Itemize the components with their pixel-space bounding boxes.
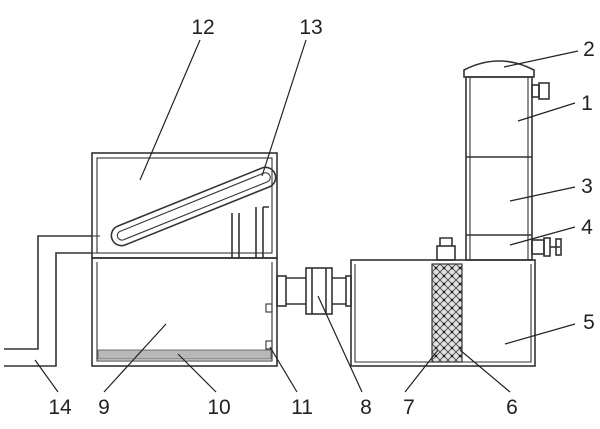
callout-10: 10 bbox=[207, 396, 230, 419]
callout-labels: 12 13 2 1 3 4 5 14 9 10 11 8 7 6 bbox=[48, 16, 595, 419]
column-cap bbox=[463, 60, 535, 78]
callout-1: 1 bbox=[581, 92, 593, 115]
leader-lines bbox=[34, 39, 579, 393]
callout-8: 8 bbox=[360, 396, 372, 419]
connecting-pipe bbox=[276, 267, 352, 315]
callout-2: 2 bbox=[583, 38, 595, 61]
vertical-column bbox=[436, 60, 562, 261]
callout-4: 4 bbox=[581, 216, 593, 239]
callout-14: 14 bbox=[48, 396, 72, 419]
callout-6: 6 bbox=[506, 396, 518, 419]
filter-layer bbox=[431, 263, 463, 363]
callout-12: 12 bbox=[191, 16, 214, 39]
callout-11: 11 bbox=[291, 396, 313, 419]
callout-7: 7 bbox=[403, 396, 415, 419]
right-tank bbox=[350, 259, 536, 367]
sediment-layer bbox=[97, 349, 272, 360]
callout-13: 13 bbox=[299, 16, 322, 39]
callout-9: 9 bbox=[98, 396, 110, 419]
inlet-pipes bbox=[4, 235, 100, 367]
lower-tank bbox=[91, 257, 278, 367]
callout-5: 5 bbox=[583, 311, 595, 334]
tilted-tube bbox=[110, 166, 277, 247]
callout-3: 3 bbox=[581, 175, 593, 198]
